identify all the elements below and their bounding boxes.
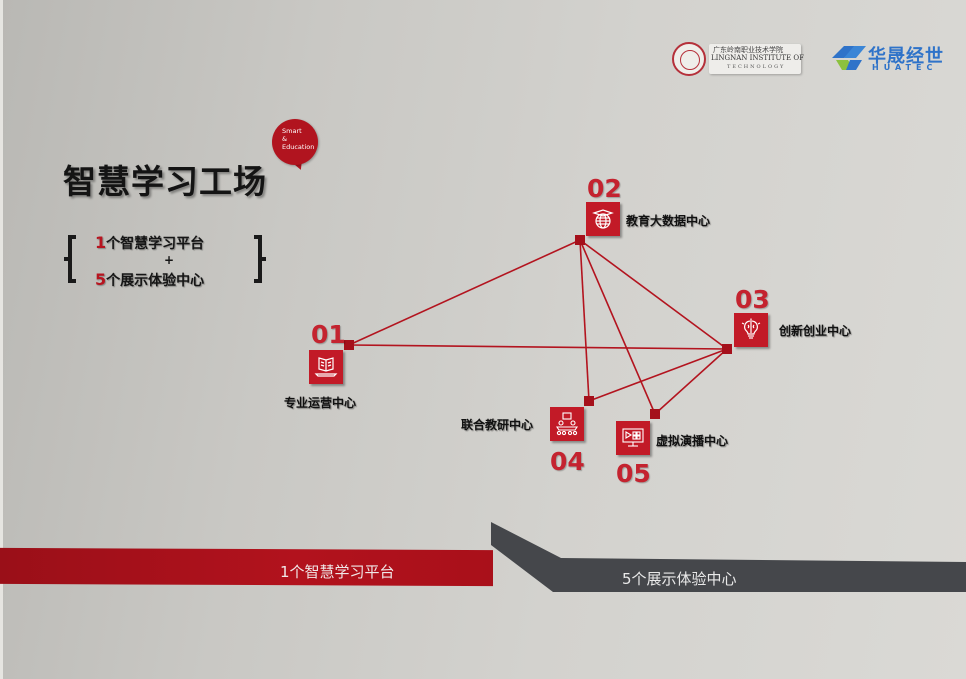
school-name-cn: 广东岭南职业技术学院 [713,46,783,54]
school-seal-logo [672,42,706,76]
huatec-logo-icon [832,46,866,70]
summary-centers-count: 5 [95,270,107,289]
center-02-number: 02 [587,174,622,203]
center-04-tile [550,407,584,441]
summary-centers: 5个展示体验中心 [95,270,204,290]
center-01-number: 01 [311,320,346,349]
platform-band-label: 1个智慧学习平台 [280,563,395,581]
right-bracket [254,235,266,283]
book-laptop-icon [314,357,338,377]
partner-name-cn: 华晟经世 [868,46,944,67]
center-03-tile [734,313,768,347]
partner-name-en: HUATEC [872,63,938,72]
page-title: 智慧学习工场 [63,162,267,201]
center-04-number: 04 [550,447,585,476]
summary-platform-text: 个智慧学习平台 [106,236,205,252]
network-nodes [344,235,732,419]
summary-platform: 1个智慧学习平台 [95,233,204,253]
center-03-number: 03 [735,285,770,314]
video-monitor-icon [622,428,644,447]
left-bracket [64,235,76,283]
center-05-label: 虚拟演播中心 [656,434,729,448]
school-name-plate: 广东岭南职业技术学院 LINGNAN INSTITUTE OF TECHNOLO… [709,44,804,74]
network-links [348,239,728,415]
globe-graduation-cap-icon [592,209,614,229]
school-name-en-2: TECHNOLOGY [727,64,786,70]
summary-platform-count: 1 [95,233,107,252]
bubble-line-1: Smart [282,127,302,135]
lightbulb-brain-icon [741,318,761,339]
center-05-number: 05 [616,459,651,488]
centers-band-label: 5个展示体验中心 [622,570,737,588]
speech-bubble [272,119,318,165]
bubble-line-2: & [282,135,288,143]
bubble-line-3: Education [282,143,315,151]
center-02-label: 教育大数据中心 [626,214,711,228]
center-01-tile [309,350,343,384]
center-03-label: 创新创业中心 [779,324,852,338]
center-04-label: 联合教研中心 [461,418,534,432]
wall-edge [0,0,3,679]
center-01-label: 专业运营中心 [284,396,357,410]
summary-plus: + [164,253,175,267]
summary-centers-text: 个展示体验中心 [106,273,205,289]
center-02-tile [586,202,620,236]
speech-bubble-text: Smart & Education [282,127,314,151]
center-05-tile [616,421,650,455]
meeting-group-icon [555,412,579,436]
school-name-en: LINGNAN INSTITUTE OF [711,54,804,62]
